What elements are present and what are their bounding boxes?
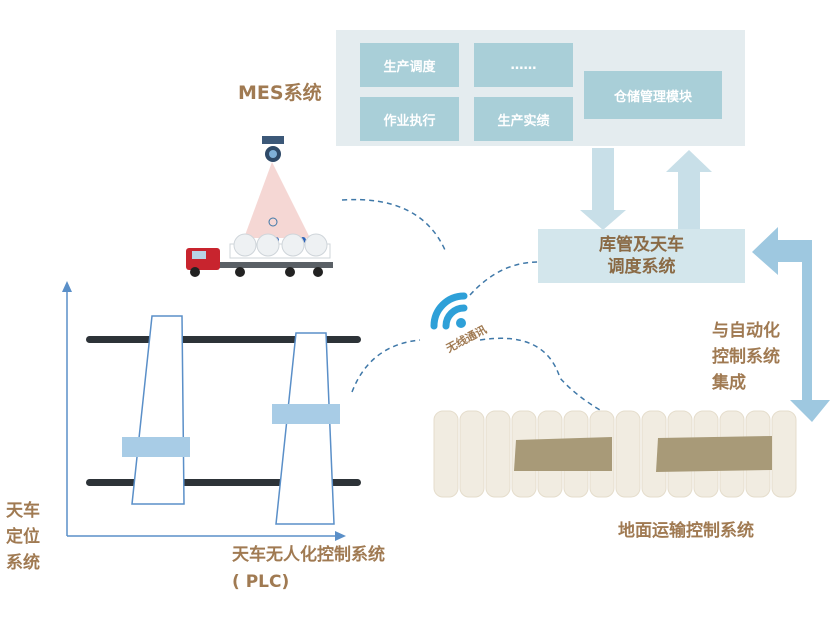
integration-arrow — [752, 227, 830, 422]
wifi-icon — [430, 292, 468, 330]
truck-icon — [186, 233, 333, 277]
integration-line-3: 集成 — [712, 373, 746, 393]
crane-automation-line-1: 天车无人化控制系统 — [232, 545, 385, 565]
module-production-record: 生产实绩 — [474, 97, 573, 141]
crane-bridge — [131, 315, 185, 505]
module-production-scheduling: 生产调度 — [360, 43, 459, 87]
wireless-link-to-center — [469, 261, 539, 296]
steel-plate — [656, 436, 772, 472]
steel-plate — [514, 437, 612, 471]
crane-positioning-line-1: 天车 — [6, 501, 40, 521]
crane-automation-label: 天车无人化控制系统 ( PLC) — [232, 542, 385, 596]
wireless-link-to-mes — [341, 198, 446, 251]
module-warehouse-management: 仓储管理模块 — [584, 71, 722, 119]
integration-label: 与自动化 控制系统 集成 — [712, 318, 780, 396]
crane-axes — [62, 281, 346, 541]
module-job-execution: 作业执行 — [360, 97, 459, 141]
integration-line-2: 控制系统 — [712, 347, 780, 367]
down-arrow — [580, 148, 626, 230]
ground-transport-label: 地面运输控制系统 — [618, 521, 754, 541]
camera-beam — [244, 162, 310, 238]
crane-trolley — [122, 437, 190, 457]
wireless-link-to-crane — [351, 339, 421, 393]
up-arrow — [666, 150, 712, 229]
crane-trolley — [272, 404, 340, 424]
mes-label: MES系统 — [238, 82, 322, 104]
dispatch-line-1: 库管及天车 — [599, 235, 684, 255]
camera-icon — [262, 136, 284, 144]
dispatch-line-2: 调度系统 — [607, 257, 676, 277]
integration-line-1: 与自动化 — [712, 321, 780, 341]
crane-bridge — [275, 332, 335, 525]
wireless-link-to-ground — [479, 337, 601, 411]
mes-panel: 生产调度 …… 作业执行 生产实绩 仓储管理模块 — [336, 30, 745, 146]
crane-positioning-line-2: 定位 — [6, 527, 40, 547]
dispatch-system-box: 库管及天车 调度系统 — [538, 229, 745, 283]
crane-positioning-line-3: 系统 — [6, 553, 40, 573]
module-more: …… — [474, 43, 573, 87]
crane-positioning-label: 天车 定位 系统 — [6, 498, 40, 576]
crane-automation-line-2: ( PLC) — [232, 572, 290, 592]
